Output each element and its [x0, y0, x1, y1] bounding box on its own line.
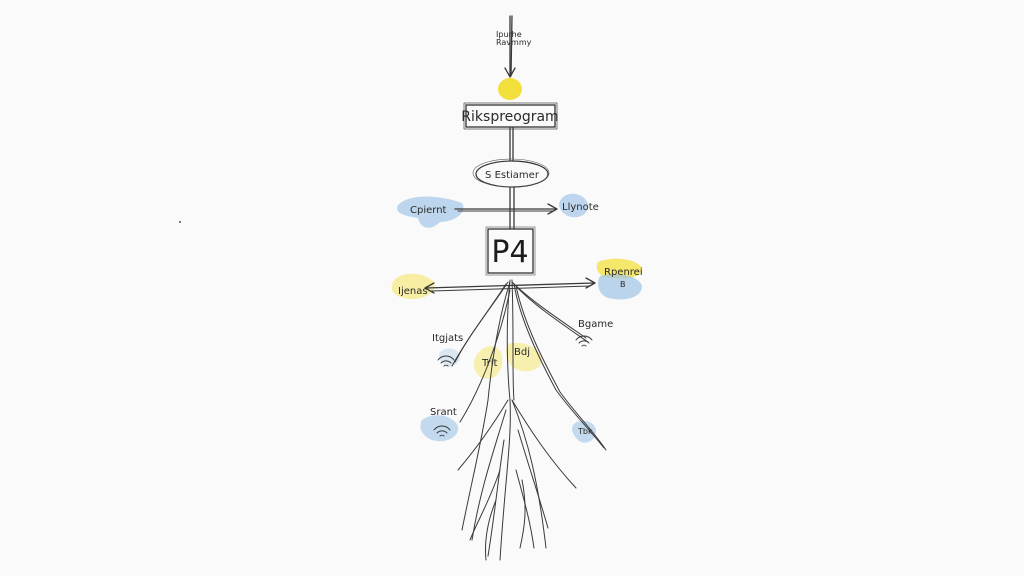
yellow-splash-mid-1: [474, 346, 503, 379]
yellow-splash-right: [596, 258, 643, 279]
branch-label-tbk: Tbk: [577, 427, 593, 436]
watercolor-splashes: [391, 78, 643, 443]
p4-box: P4: [485, 226, 536, 276]
blue-splash-left: [397, 196, 464, 228]
yellow-dot: [498, 78, 522, 100]
wifi-icon: [437, 355, 455, 367]
wifi-icon: [433, 425, 451, 437]
program-box-label: Rikspreogram: [461, 109, 558, 125]
branch-label-itgjats: Itgjats: [432, 333, 463, 344]
branch-label-bdj: Bdj: [514, 347, 530, 358]
right-label-rpenrei: Rpenrei: [604, 267, 643, 278]
stray-dot: [179, 221, 181, 223]
blue-splash-right-2: [598, 274, 642, 300]
estimator-ellipse: S Estiamer: [472, 158, 550, 188]
left-label-cpiernt: Cpiernt: [410, 205, 447, 216]
blue-splash-right-low: [571, 420, 596, 443]
program-box: Rikspreogram: [461, 102, 559, 130]
top-label-line2: Ravmmy: [496, 38, 532, 47]
wifi-icon: [575, 335, 593, 347]
p4-label: P4: [491, 235, 528, 270]
estimator-label: S Estiamer: [485, 170, 540, 181]
blue-splash-right: [559, 193, 589, 218]
left-label-ijenas: Ijenas: [398, 286, 428, 297]
connector-lines: [424, 15, 596, 294]
top-label-line1: Ipurhe: [496, 30, 522, 39]
yellow-splash-mid-2: [506, 342, 542, 372]
right-label-b: B: [620, 280, 626, 289]
branch-label-trit: Trit: [481, 358, 498, 369]
yellow-splash-left: [391, 273, 435, 300]
right-label-llynote: Llynote: [562, 202, 599, 213]
branch-label-srant: Srant: [430, 407, 457, 418]
branch-label-bgame: Bgame: [578, 319, 613, 330]
blue-splash-left-low: [420, 415, 459, 442]
